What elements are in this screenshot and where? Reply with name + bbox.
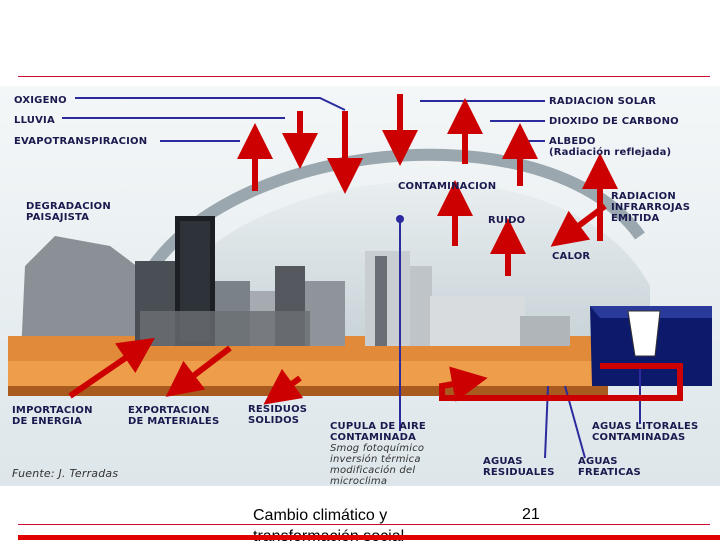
label-albedo: ALBEDO bbox=[549, 136, 596, 147]
top-rule bbox=[18, 76, 710, 77]
label-aguas-litorales: AGUAS LITORALES CONTAMINADAS bbox=[592, 421, 699, 443]
page-number: 21 bbox=[522, 506, 540, 523]
label-exportacion: EXPORTACION DE MATERIALES bbox=[128, 405, 220, 427]
ship bbox=[627, 310, 661, 357]
label-lluvia: LLUVIA bbox=[14, 115, 55, 126]
oxigeno-line bbox=[75, 97, 346, 111]
label-cupula-sub: Smog fotoquímico inversión térmica modif… bbox=[330, 443, 425, 487]
bottom-rule bbox=[18, 524, 710, 525]
residuos-arrow bbox=[263, 368, 304, 405]
city-buildings bbox=[135, 216, 570, 346]
label-evapotranspiracion: EVAPOTRANSPIRACION bbox=[14, 136, 148, 147]
label-radiacion-infrarroja: RADIACION INFRARROJAS EMITIDA bbox=[611, 191, 691, 224]
label-aguas-freaticas: AGUAS FREATICAS bbox=[578, 456, 641, 478]
calor-arrow bbox=[550, 203, 607, 247]
bottom-bar bbox=[18, 535, 720, 540]
label-oxigeno: OXIGENO bbox=[14, 95, 67, 106]
urban-ecosystem-diagram: OXIGENO LLUVIA EVAPOTRANSPIRACION RADIAC… bbox=[0, 86, 720, 487]
label-contaminacion: CONTAMINACION bbox=[398, 181, 497, 192]
label-radiacion-solar: RADIACION SOLAR bbox=[549, 96, 657, 107]
label-cupula: CUPULA DE AIRE CONTAMINADA bbox=[330, 421, 426, 443]
slide-caption: Cambio climático y bbox=[253, 507, 388, 524]
label-calor: CALOR bbox=[552, 251, 591, 262]
flow-arrows bbox=[68, 94, 683, 405]
aguas-loop-arrow bbox=[439, 363, 683, 402]
label-importacion: IMPORTACION DE ENERGIA bbox=[12, 405, 93, 427]
label-residuos: RESIDUOS SOLIDOS bbox=[248, 404, 308, 426]
exportacion-arrow bbox=[165, 345, 232, 397]
label-degradacion: DEGRADACION PAISAJISTA bbox=[26, 201, 111, 223]
importacion-arrow bbox=[68, 337, 155, 399]
diagram-illustration bbox=[0, 86, 720, 486]
ground-edge bbox=[8, 386, 608, 396]
label-dioxido-carbono: DIOXIDO DE CARBONO bbox=[549, 116, 679, 127]
label-fuente: Fuente: J. Terradas bbox=[12, 467, 119, 480]
label-albedo-sub: (Radiación reflejada) bbox=[549, 147, 672, 158]
label-aguas-residuales: AGUAS RESIDUALES bbox=[483, 456, 555, 478]
dome-pole-top bbox=[396, 215, 404, 223]
label-ruido: RUIDO bbox=[488, 215, 526, 226]
